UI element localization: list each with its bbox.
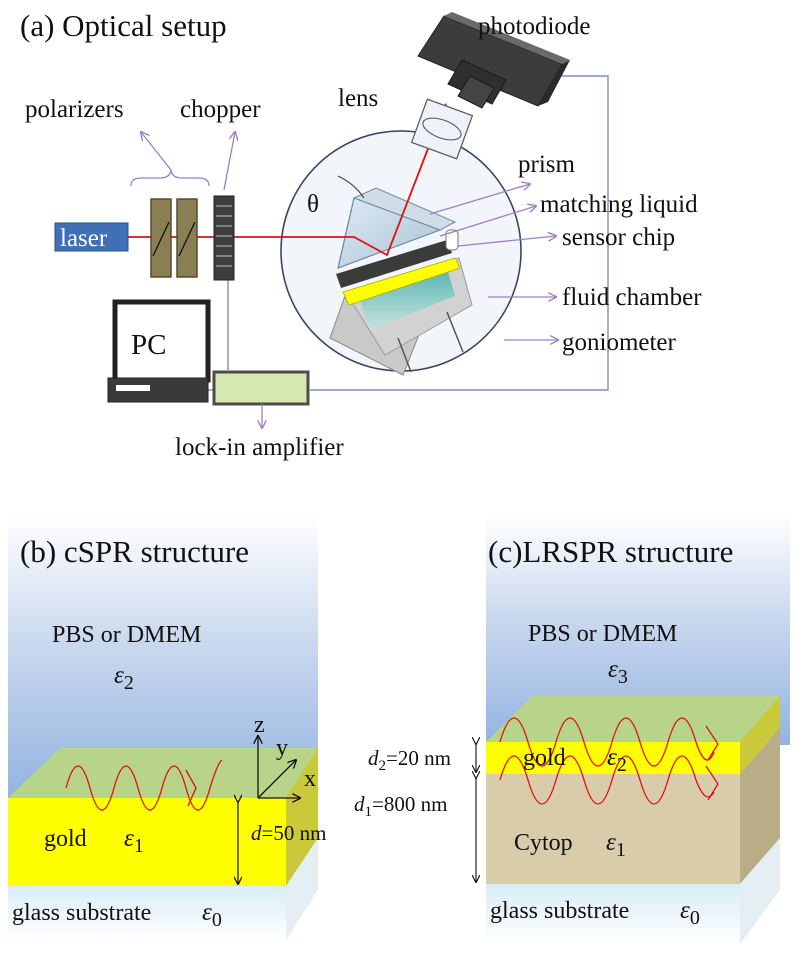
gold-label-b: gold bbox=[44, 826, 87, 852]
gold-top-surface-c bbox=[486, 696, 780, 742]
plasmon-wave-c-top bbox=[499, 717, 715, 767]
theta-label: θ bbox=[307, 191, 319, 218]
gold-top-surface-b bbox=[8, 748, 318, 798]
gold-side-c bbox=[740, 696, 780, 774]
panel-b-cspr-structure: (b) cSPR structure PBS or DMEM ε2 gold ε… bbox=[8, 515, 326, 940]
matching-liquid-label: matching liquid bbox=[540, 191, 698, 218]
d2-label: d2=20 nm bbox=[368, 746, 451, 774]
gold-eps-c: ε2 bbox=[607, 744, 627, 776]
gold-eps-b: ε1 bbox=[124, 825, 144, 857]
prism-label: prism bbox=[518, 151, 576, 178]
d1-label: d1=800 nm bbox=[354, 792, 447, 820]
thickness-label-b: d=50 nm bbox=[251, 821, 326, 845]
goniometer-label: goniometer bbox=[562, 329, 677, 356]
lock-in-label: lock-in amplifier bbox=[175, 434, 344, 461]
plasmon-wave-b bbox=[65, 759, 223, 811]
polarizer-1 bbox=[150, 198, 172, 278]
axes-b bbox=[258, 736, 300, 798]
panel-a-optical-setup: (a) Optical setup θ bbox=[20, 8, 702, 461]
lens-label: lens bbox=[338, 85, 378, 112]
substrate-label-c: glass substrate bbox=[490, 898, 629, 924]
gold-label-c: gold bbox=[523, 745, 566, 771]
glass-side-c bbox=[740, 838, 780, 944]
lock-in-amplifier bbox=[212, 370, 310, 406]
photodiode-label: photodiode bbox=[478, 13, 591, 40]
axis-y-label: y bbox=[276, 735, 288, 761]
panel-c-title: (c)LRSPR structure bbox=[488, 534, 733, 569]
pc-label: PC bbox=[131, 329, 166, 361]
panel-b-title: (b) cSPR structure bbox=[20, 534, 249, 569]
medium-eps-c: ε3 bbox=[608, 656, 628, 688]
cytop-layer-c bbox=[486, 774, 740, 884]
panel-a-title: (a) Optical setup bbox=[20, 8, 227, 43]
gold-side-b bbox=[286, 748, 318, 886]
laser-box bbox=[54, 222, 129, 252]
chopper bbox=[213, 195, 235, 281]
glass-side-b bbox=[286, 838, 318, 940]
polarizer-bracket bbox=[130, 169, 210, 187]
axis-x-label: x bbox=[304, 766, 316, 792]
medium-eps-b: ε2 bbox=[114, 662, 134, 694]
glass-substrate-b bbox=[8, 886, 286, 940]
substrate-label-b: glass substrate bbox=[12, 900, 151, 926]
plasmon-wave-c-bottom bbox=[499, 755, 715, 805]
sensor-chip-dark bbox=[336, 240, 452, 288]
polarizers-label: polarizers bbox=[25, 96, 124, 123]
polarizer-2 bbox=[176, 198, 198, 278]
panel-c-lrspr-structure: (c)LRSPR structure PBS or DMEM ε3 gold ε… bbox=[354, 515, 790, 944]
cytop-label-c: Cytop bbox=[514, 830, 573, 856]
substrate-eps-c: ε0 bbox=[680, 897, 700, 929]
cytop-side-c bbox=[740, 728, 780, 884]
theta-arc bbox=[337, 175, 365, 199]
laser-label: laser bbox=[60, 225, 108, 252]
fluid-chamber-label: fluid chamber bbox=[562, 284, 702, 311]
photodiode bbox=[417, 12, 570, 109]
glass-substrate-c bbox=[486, 884, 740, 944]
axis-z-label: z bbox=[254, 712, 265, 738]
lens bbox=[410, 98, 474, 160]
fluid-chamber bbox=[329, 257, 473, 376]
substrate-eps-b: ε0 bbox=[202, 899, 222, 931]
sensor-chip-label: sensor chip bbox=[562, 224, 675, 251]
medium-label-b: PBS or DMEM bbox=[52, 622, 201, 648]
cytop-eps-c: ε1 bbox=[606, 829, 626, 861]
matching-liquid-blob bbox=[445, 229, 459, 251]
chopper-label: chopper bbox=[180, 96, 261, 123]
pc bbox=[107, 299, 211, 403]
gold-layer-chip bbox=[342, 257, 461, 306]
medium-label-c: PBS or DMEM bbox=[528, 621, 677, 647]
